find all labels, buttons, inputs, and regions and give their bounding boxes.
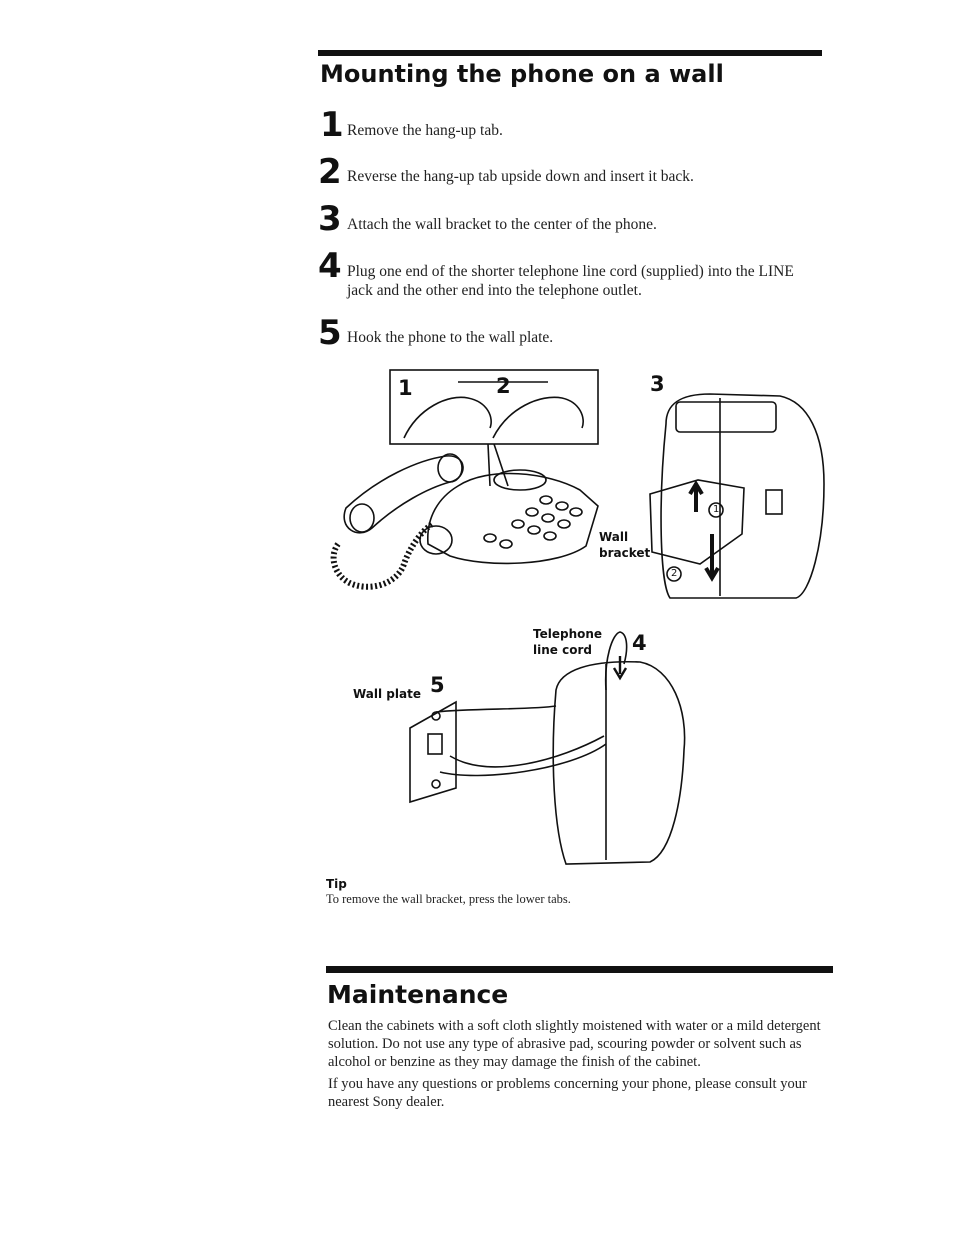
section-rule-top [318,50,822,56]
telephone-line-cord-label-line1: Telephone [533,627,603,641]
telephone-line-cord-label-line2: line cord [533,643,592,657]
step-text: Hook the phone to the wall plate. [347,329,554,346]
step-text: Plug one end of the shorter telephone li… [347,263,794,299]
maintenance-paragraph-2: If you have any questions or problems co… [328,1076,807,1110]
circled-number-1: 1 [713,504,720,515]
wall-plate-label: Wall plate [353,687,421,701]
section-title-mounting: Mounting the phone on a wall [320,60,724,88]
figure-label-step1: 1 [398,376,413,400]
step-number: 1 [320,105,344,145]
step-text: Reverse the hang-up tab upside down and … [347,168,694,185]
section-title-maintenance: Maintenance [327,980,509,1009]
figure-label-step3: 3 [650,372,665,396]
figure-wall-bracket [649,393,825,599]
figure-hangup-tab-phone [330,369,599,590]
wall-bracket-label-line1: Wall [599,530,629,544]
wall-bracket-label-line2: bracket [599,546,651,560]
step-text: Attach the wall bracket to the center of… [347,216,657,233]
step-number: 3 [318,199,342,239]
circled-number-2: 2 [671,568,678,579]
figure-label-step5: 5 [430,673,445,697]
figure-label-step2: 2 [496,374,511,398]
figure-label-step4: 4 [632,631,647,655]
maintenance-paragraph-1: Clean the cabinets with a soft cloth sli… [328,1018,821,1070]
figure-line-cord-wall-plate [409,631,686,865]
step-number: 5 [318,313,342,353]
tip-text: To remove the wall bracket, press the lo… [326,892,571,906]
tip-heading: Tip [326,877,347,891]
step-number: 4 [318,246,342,286]
section-rule-maintenance [326,966,833,973]
step-number: 2 [318,152,342,192]
step-text: Remove the hang-up tab. [347,122,503,139]
